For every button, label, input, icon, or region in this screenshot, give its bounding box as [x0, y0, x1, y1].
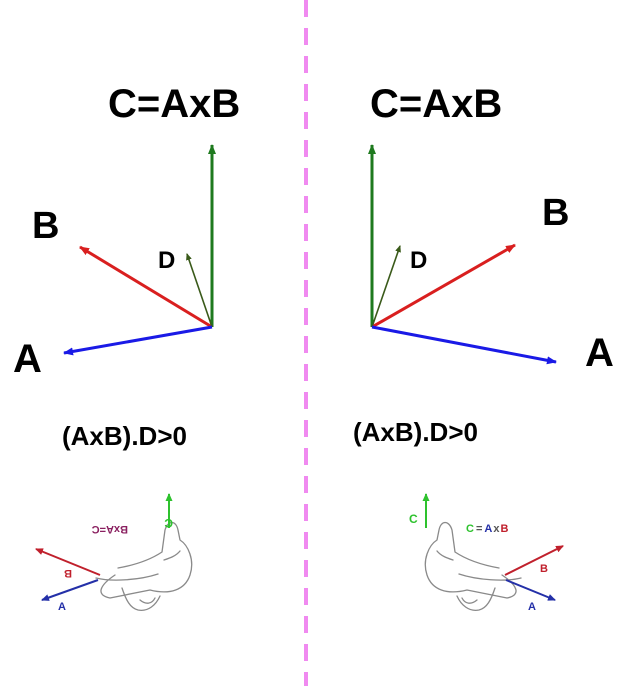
left-hand-b-vector: [35, 548, 101, 576]
right-panel: C=AxB B D A (AxB).D>0 C C=AxB B A: [353, 82, 614, 613]
right-c-label: C=AxB: [370, 82, 502, 126]
left-b-vector: [79, 245, 213, 329]
left-hand-illustration: C B A BxA=C: [35, 493, 193, 613]
right-hand-illustration: C C=AxB B A: [409, 493, 564, 613]
right-condition: (AxB).D>0: [353, 417, 478, 447]
left-a-label: A: [13, 337, 42, 381]
right-a-label: A: [585, 331, 614, 375]
right-hand-eq-b: B: [500, 523, 508, 535]
right-hand-c-label: C: [409, 512, 418, 526]
left-b-label: B: [32, 205, 59, 247]
right-a-vector: [371, 325, 557, 365]
left-a-vector: [63, 325, 213, 356]
right-hand-a-vector: [505, 579, 556, 601]
left-hand-b-label: B: [64, 567, 72, 579]
right-b-label: B: [542, 192, 569, 234]
right-hand-eq-c: C: [466, 523, 474, 535]
right-hand-eq-x: x: [493, 523, 500, 535]
left-hand-a-vector: [41, 579, 99, 601]
right-hand-b-vector: [504, 545, 564, 576]
right-d-vector: [371, 245, 401, 328]
right-b-vector: [371, 243, 516, 329]
right-hand-b-label: B: [540, 563, 548, 575]
right-hand-a-label: A: [528, 601, 536, 613]
left-hand-equation: BxA=C: [92, 523, 128, 535]
left-hand-c-label: C: [164, 516, 173, 530]
right-hand-eq-equals: =: [476, 523, 482, 535]
left-panel: C=AxB B D A (AxB).D>0 C B A BxA=C: [13, 82, 240, 613]
right-hand-equation: C=AxB: [466, 523, 508, 535]
left-hand-a-label: A: [58, 601, 66, 613]
right-hand-eq-a: A: [484, 523, 492, 535]
right-d-label: D: [410, 247, 427, 274]
left-c-label: C=AxB: [108, 82, 240, 126]
left-d-label: D: [158, 247, 175, 274]
left-condition: (AxB).D>0: [62, 421, 187, 451]
left-d-vector: [186, 253, 213, 328]
